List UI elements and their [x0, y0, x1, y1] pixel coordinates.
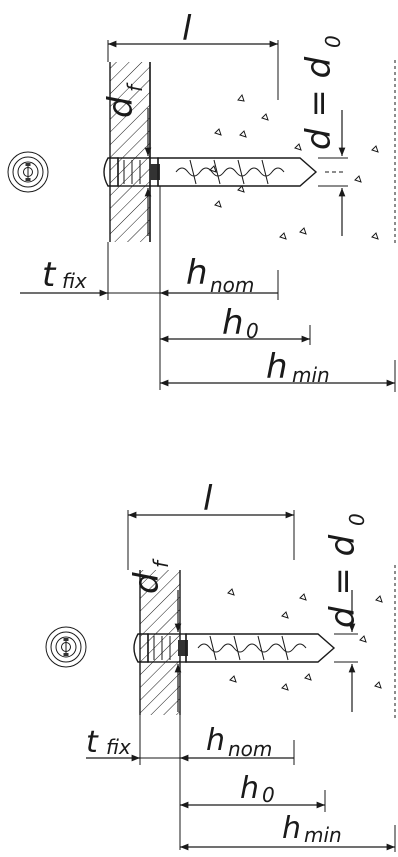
svg-text:nom: nom: [210, 273, 254, 297]
fixture-plate: [110, 62, 150, 242]
svg-text:d = d: d = d: [299, 56, 339, 150]
svg-text:t: t: [86, 725, 99, 760]
svg-text:f: f: [149, 558, 173, 568]
svg-text:fix: fix: [106, 735, 131, 759]
svg-text:0: 0: [321, 35, 345, 48]
svg-text:0: 0: [246, 319, 259, 343]
concrete-aggregate: [227, 588, 383, 691]
anchor-plug: [103, 157, 345, 187]
label-h0: h 0: [240, 771, 275, 807]
label-hmin: h min: [266, 347, 330, 387]
label-tfix: t fix: [86, 725, 131, 760]
label-df: d f: [127, 558, 173, 594]
svg-text:d: d: [101, 96, 141, 118]
svg-text:0: 0: [345, 513, 369, 526]
diagram-top: l d f d = d 0 t fix h nom: [7, 9, 396, 392]
label-d-equals-d0: d = d 0: [299, 35, 345, 150]
svg-text:fix: fix: [62, 269, 87, 293]
screw-head-view-icon: [45, 626, 87, 668]
svg-text:h: h: [240, 771, 259, 806]
label-tfix: t fix: [42, 255, 87, 295]
svg-text:t: t: [42, 255, 57, 295]
screw-head-view-icon: [7, 151, 49, 193]
label-l: l: [182, 9, 192, 49]
label-hnom: h nom: [206, 723, 272, 761]
label-hnom: h nom: [186, 253, 254, 297]
svg-text:h: h: [266, 347, 288, 387]
label-d-equals-d0: d = d 0: [323, 513, 369, 628]
svg-text:h: h: [186, 253, 208, 293]
svg-text:h: h: [282, 811, 301, 846]
anchor-plug: [133, 633, 336, 663]
svg-text:h: h: [222, 303, 244, 343]
svg-text:d = d: d = d: [323, 534, 363, 628]
label-h0: h 0: [222, 303, 259, 343]
label-hmin: h min: [282, 811, 342, 847]
svg-text:h: h: [206, 723, 225, 758]
svg-text:f: f: [123, 82, 147, 92]
fixture-plate: [140, 570, 180, 715]
svg-text:min: min: [304, 823, 342, 847]
concrete-aggregate: [209, 93, 379, 240]
diagram-bottom: l d f d = d 0 t fix h nom: [45, 479, 396, 852]
label-df: d f: [101, 82, 147, 118]
svg-text:nom: nom: [228, 737, 272, 761]
label-l: l: [203, 479, 213, 519]
svg-text:d: d: [127, 572, 167, 594]
svg-text:0: 0: [262, 783, 275, 807]
svg-text:min: min: [292, 363, 330, 387]
